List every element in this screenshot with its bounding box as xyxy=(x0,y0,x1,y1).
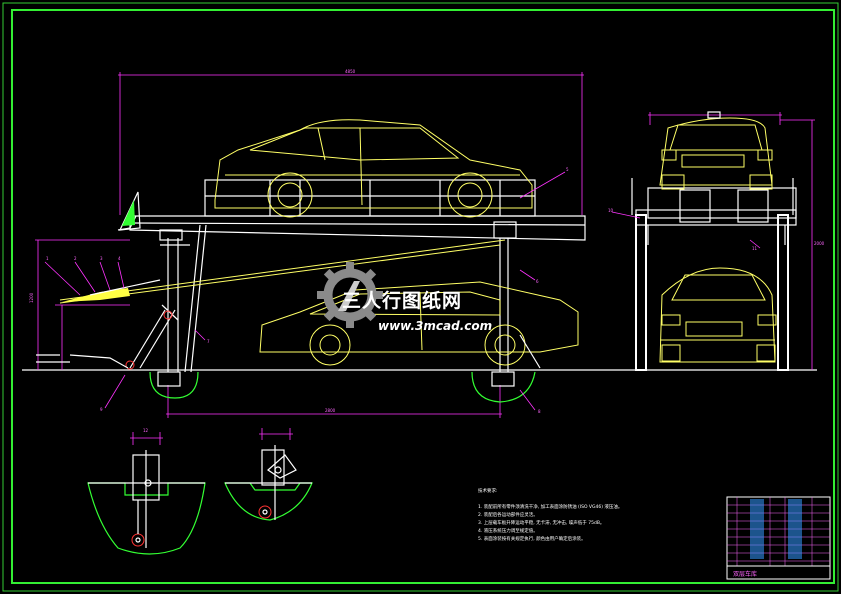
callout-3: 3 xyxy=(100,256,103,261)
callout-7: 7 xyxy=(207,339,210,344)
notes-heading: 技术要求: xyxy=(478,487,498,494)
detail-a: 12 xyxy=(87,428,206,555)
technical-notes: 技术要求: 1. 装配前所有零件须清洗干净, 加工表面涂防锈油 (ISO VG4… xyxy=(478,487,622,542)
side-view: 4850 1200 2800 xyxy=(22,69,817,418)
notes-line-1: 1. 装配前所有零件须清洗干净, 加工表面涂防锈油 (ISO VG46) 液压油… xyxy=(478,503,622,510)
dimension-top-label: 4850 xyxy=(345,69,356,74)
notes-line-3: 3. 上层载车板升降运动平稳, 无卡滞, 无冲击, 噪声低于 75dB。 xyxy=(478,519,604,526)
hydraulic-cylinder xyxy=(59,239,506,304)
callout-2: 2 xyxy=(74,256,77,261)
dimension-base-label: 2800 xyxy=(325,408,336,413)
callout-9: 9 xyxy=(100,407,103,412)
callout-4: 4 xyxy=(118,256,121,261)
detail-b xyxy=(224,428,313,521)
callout-6: 6 xyxy=(536,279,539,284)
callout-11: 11 xyxy=(752,246,758,251)
dimension-base: 2800 xyxy=(166,385,502,418)
dimension-left: 1200 xyxy=(29,239,130,370)
foundation-pits xyxy=(36,309,541,403)
site-watermark: 三人行图纸网 www.3mcad.com xyxy=(317,262,492,333)
title-block: 双层车库 xyxy=(726,496,831,580)
notes-line-4: 4. 液压系统压力调至规定值。 xyxy=(478,527,538,534)
front-upper-car xyxy=(659,111,773,190)
callout-leaders: 1 2 3 4 5 6 7 8 9 xyxy=(44,167,569,414)
upper-platform xyxy=(117,179,586,241)
upper-car xyxy=(214,119,533,218)
detail-views: 12 xyxy=(87,428,313,555)
dimension-left-label: 1200 xyxy=(29,292,34,303)
lower-car xyxy=(259,281,579,366)
dimension-right-label: 2000 xyxy=(814,241,825,246)
dimension-top: 4850 xyxy=(118,69,584,215)
front-view: 2000 xyxy=(608,111,825,371)
support-columns xyxy=(160,224,509,373)
watermark-url: www.3mcad.com xyxy=(378,319,492,333)
front-lower-car xyxy=(659,267,777,363)
callout-5: 5 xyxy=(566,167,569,172)
callout-12: 12 xyxy=(143,428,149,433)
notes-line-2: 2. 装配后各运动部件应灵活。 xyxy=(478,511,538,518)
watermark-brand: 三人行图纸网 xyxy=(342,289,462,312)
callout-10: 10 xyxy=(608,208,614,213)
callout-1: 1 xyxy=(46,256,49,261)
notes-line-5: 5. 表面涂装按有关规定执行, 颜色由用户确定后涂装。 xyxy=(478,535,586,542)
title-block-name: 双层车库 xyxy=(733,570,757,578)
gear-logo-icon xyxy=(317,262,383,328)
callout-8: 8 xyxy=(538,409,541,414)
